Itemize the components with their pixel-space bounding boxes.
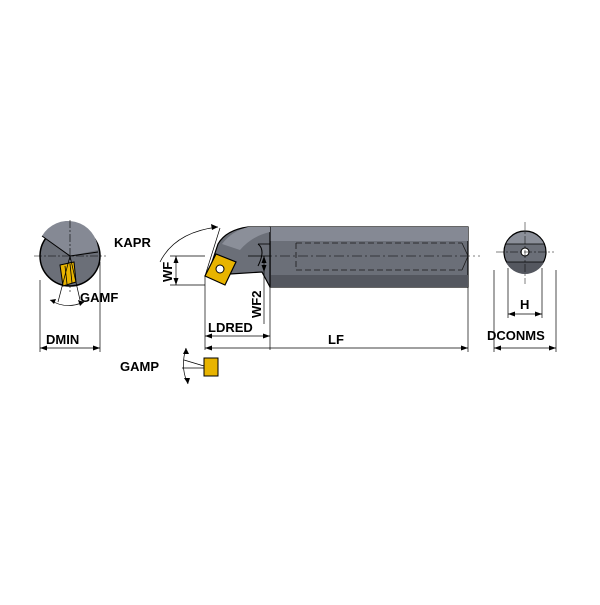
gamp-insert: [203, 357, 219, 377]
bore-edge-line-2: [69, 251, 99, 257]
h-arrow-right: [535, 311, 542, 317]
kapr-arc: [159, 226, 219, 263]
shank-end-view: H DCONMS: [487, 222, 557, 352]
gamf-arrow: [50, 299, 56, 304]
dmin-arrow-left: [40, 345, 47, 351]
lf-label: LF: [328, 332, 344, 347]
bore-end-view: GAMF DMIN: [34, 220, 118, 352]
h-arrow-left: [508, 311, 515, 317]
kapr-label: KAPR: [114, 235, 151, 250]
shank-shadow: [270, 275, 468, 287]
shank-highlight: [270, 227, 468, 241]
dconms-label: DCONMS: [487, 328, 545, 343]
gamf-arrow-2: [78, 300, 84, 306]
bore-insert-line-2: [69, 263, 73, 284]
dconms-arrow-left: [494, 345, 501, 351]
gamp-label: GAMP: [120, 359, 159, 374]
kapr-edge-line: [204, 227, 221, 277]
wf2-arrow-top: [261, 256, 267, 263]
gamp-detail: GAMP: [120, 347, 219, 385]
dconms-arrow-right: [549, 345, 556, 351]
lf-arrow-right: [461, 345, 468, 351]
tool-side-view: KAPR WF WF2 LDRED LF: [114, 224, 480, 352]
h-label: H: [520, 297, 529, 312]
gamp-arrow-2: [184, 378, 190, 384]
gamp-arrow: [183, 348, 189, 354]
gamf-label: GAMF: [80, 290, 118, 305]
head-highlight: [222, 227, 270, 250]
gamp-ref-line-2: [183, 359, 205, 367]
dmin-label: DMIN: [46, 332, 79, 347]
head-curve: [257, 243, 263, 267]
insert-hole: [215, 264, 225, 274]
ldred-arrow-right: [263, 333, 270, 339]
lf-arrow-left: [205, 345, 212, 351]
bore-edge-line: [41, 235, 71, 257]
bore-insert: [59, 261, 77, 287]
ldred-arrow-left: [205, 333, 212, 339]
gamf-ref-line: [57, 255, 71, 303]
wf2-arrow-bottom: [261, 265, 267, 272]
ldred-label: LDRED: [208, 320, 253, 335]
bore-insert-line: [64, 265, 68, 285]
dmin-arrow-right: [93, 345, 100, 351]
kapr-arrow: [211, 224, 218, 230]
wf-arrow-bottom: [173, 278, 179, 285]
wf2-label: WF2: [249, 291, 264, 318]
wf-arrow-top: [173, 256, 179, 263]
wf-label: WF: [160, 262, 175, 282]
gamf-ref-line-2: [69, 255, 81, 301]
